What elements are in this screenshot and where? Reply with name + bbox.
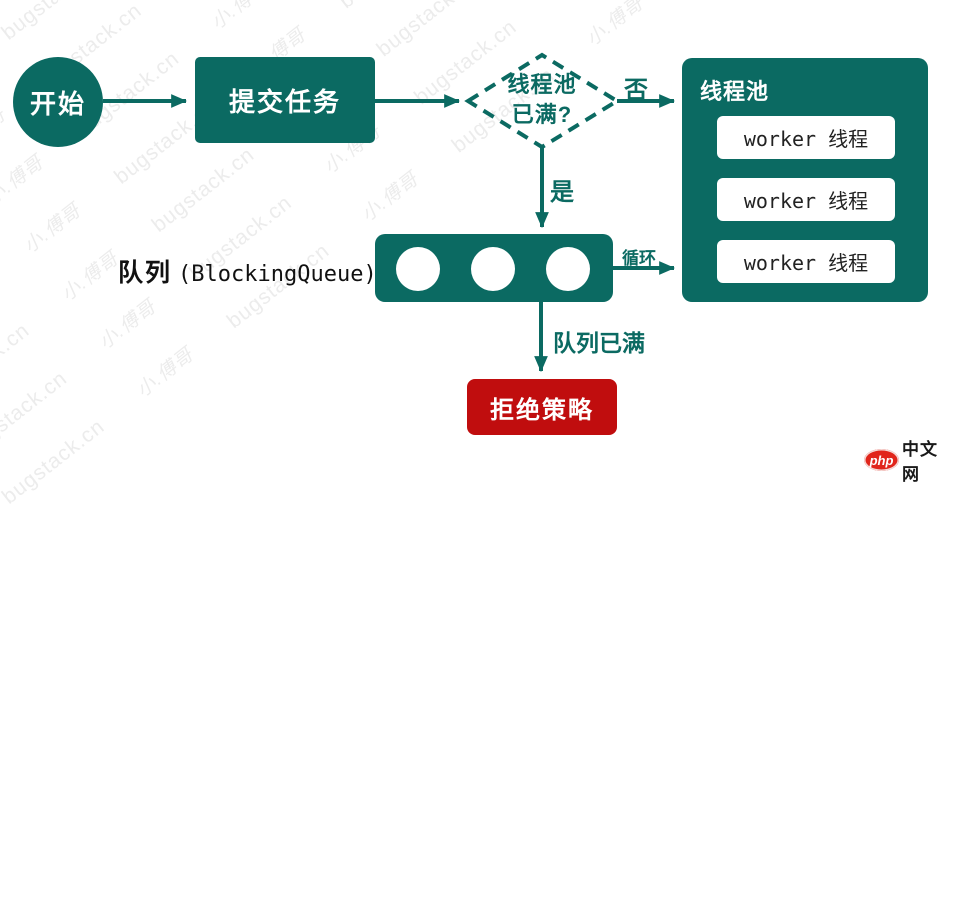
flowchart-canvas: bugstack.cn小.傅哥bugstack.cn小.傅哥bugstack.c… (0, 0, 937, 509)
thread-pool-title: 线程池 (700, 79, 770, 104)
flow-connectors (103, 52, 676, 373)
decision-line1: 线程池 (507, 72, 577, 97)
blocking-queue-node (375, 234, 613, 302)
start-node: 开始 (13, 57, 103, 147)
edge-label-queue-full: 队列已满 (553, 330, 645, 356)
site-name: 中文网 (901, 440, 938, 484)
decision-line2: 已满? (511, 101, 573, 127)
submit-task-label: 提交任务 (228, 86, 341, 117)
queue-slot (546, 247, 590, 291)
reject-policy-label: 拒绝策略 (490, 396, 594, 424)
queue-slot (471, 247, 515, 291)
php-logo-icon: php (864, 449, 899, 471)
start-label: 开始 (29, 88, 86, 119)
php-cn-logo: php 中文网 (864, 435, 953, 485)
worker-thread-box: worker 线程 (717, 240, 895, 283)
queue-name: 队列 (118, 259, 173, 287)
queue-label: 队列 (BlockingQueue) (118, 253, 377, 289)
submit-task-node: 提交任务 (195, 57, 375, 143)
worker-thread-box: worker 线程 (717, 178, 895, 221)
reject-policy-node: 拒绝策略 (467, 379, 617, 435)
edge-label-yes: 是 (550, 179, 574, 206)
thread-pool-container: 线程池 worker 线程 worker 线程 worker 线程 (682, 58, 928, 302)
edge-label-loop: 循环 (622, 249, 656, 268)
decision-node-label: 线程池 已满? (477, 70, 607, 129)
edge-label-no: 否 (624, 77, 648, 104)
queue-slot (396, 247, 440, 291)
worker-thread-box: worker 线程 (717, 116, 895, 159)
queue-type: (BlockingQueue) (178, 262, 377, 287)
